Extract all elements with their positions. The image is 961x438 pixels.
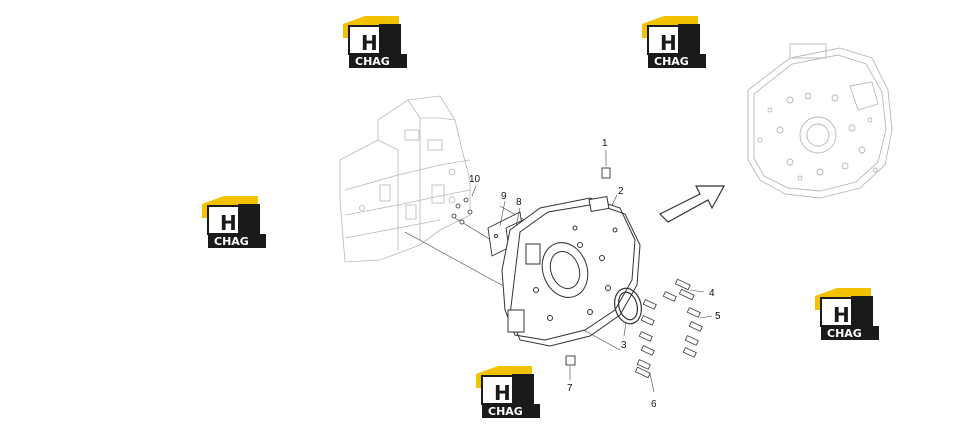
seal-ring-part-3 <box>614 287 642 325</box>
logo-caption: CHAG <box>654 55 689 68</box>
watermark-logo-4: H3 CHAG <box>814 287 880 341</box>
callout-9: 9 <box>501 191 507 202</box>
logo-mark: H3 <box>660 31 691 55</box>
leader-lines <box>471 185 713 393</box>
watermark-logo-1: H3 CHAG <box>342 15 408 69</box>
callout-1: 1 <box>602 138 608 149</box>
logo-caption: CHAG <box>827 327 862 340</box>
callout-3: 3 <box>621 340 627 351</box>
callout-5: 5 <box>715 311 721 322</box>
flywheel-housing <box>501 195 641 347</box>
plug-part-1 <box>601 150 611 179</box>
callout-2: 2 <box>618 186 624 197</box>
logo-mark: H3 <box>833 303 864 327</box>
logo-caption: CHAG <box>355 55 390 68</box>
logo-caption: CHAG <box>214 235 249 248</box>
logo-mark: H3 <box>494 381 525 405</box>
logo-caption: CHAG <box>488 405 523 418</box>
watermark-logo-2: H3 CHAG <box>641 15 707 69</box>
bolts <box>634 278 703 379</box>
rear-view-housing <box>747 43 893 199</box>
logo-mark: H3 <box>361 31 392 55</box>
callout-10: 10 <box>469 174 481 185</box>
screws-part-10 <box>451 197 473 225</box>
watermark-logo-3: H3 CHAG <box>201 195 267 249</box>
callout-6: 6 <box>651 399 657 410</box>
callout-8: 8 <box>516 197 522 208</box>
watermark-logo-5: H3 CHAG <box>475 365 541 419</box>
callout-7: 7 <box>567 383 573 394</box>
callout-4: 4 <box>709 288 715 299</box>
engine-block-outline <box>339 95 471 263</box>
logo-mark: H3 <box>220 211 251 235</box>
view-arrow <box>658 185 726 223</box>
drain-plug-part-7 <box>565 355 576 376</box>
